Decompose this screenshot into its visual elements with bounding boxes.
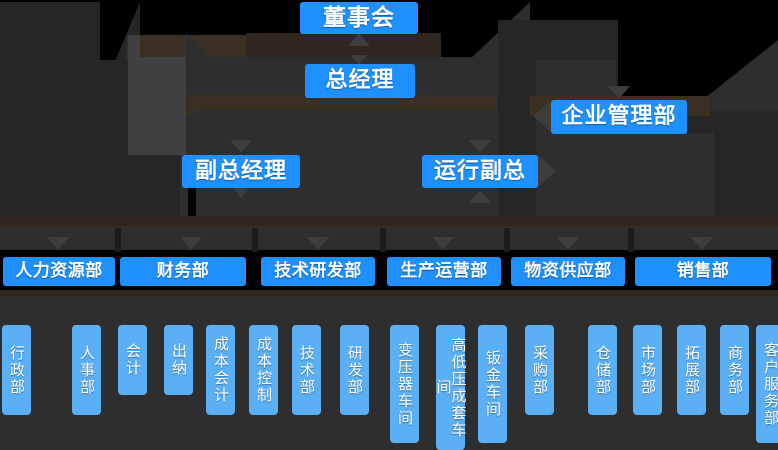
arrow-to-sales — [691, 237, 713, 250]
org-node-deputy-general-manager[interactable]: 副总经理 — [182, 155, 300, 188]
org-node-administration-department[interactable]: 行政部 — [2, 325, 31, 415]
org-node-accounting[interactable]: 会计 — [118, 325, 147, 395]
arrow-to-tech-rd — [307, 237, 329, 250]
org-node-sheet-metal-workshop[interactable]: 钣金车间 — [478, 325, 507, 443]
org-node-human-resources-department[interactable]: 人力资源部 — [3, 257, 115, 286]
org-node-personnel-department[interactable]: 人事部 — [72, 325, 101, 415]
org-node-expansion-department[interactable]: 拓展部 — [677, 325, 706, 415]
org-node-general-manager[interactable]: 总经理 — [305, 64, 415, 98]
connector-rail-leaves — [0, 292, 778, 322]
org-node-business-department[interactable]: 商务部 — [720, 325, 749, 415]
connector-gap-4 — [504, 228, 510, 252]
arrow-to-enterprise-mgmt — [608, 86, 630, 99]
arrow-to-deputy-gm — [230, 140, 252, 153]
org-node-marketing-department[interactable]: 市场部 — [633, 325, 662, 415]
org-node-cashier[interactable]: 出纳 — [164, 325, 193, 395]
org-node-purchasing-department[interactable]: 采购部 — [525, 325, 554, 415]
arrow-to-hr — [47, 237, 69, 250]
org-node-board[interactable]: 董事会 — [300, 2, 418, 34]
org-node-enterprise-management-department[interactable]: 企业管理部 — [551, 100, 687, 134]
arrow-ops-vp-right — [538, 155, 556, 187]
arrow-to-gm — [351, 55, 367, 65]
arrow-enterprise-left — [533, 100, 551, 132]
org-node-technology-department[interactable]: 技术部 — [292, 325, 321, 415]
connector-gap-5 — [628, 228, 634, 252]
connector-gap-2 — [252, 228, 258, 252]
connector-block-right — [538, 133, 714, 225]
org-node-operations-vice-president[interactable]: 运行副总 — [422, 155, 538, 188]
org-node-sales-department[interactable]: 销售部 — [635, 257, 771, 286]
org-node-cost-control[interactable]: 成本控制 — [249, 325, 278, 415]
org-node-finance-department[interactable]: 财务部 — [120, 257, 246, 286]
connector-gap-3 — [380, 228, 386, 252]
org-node-research-development-department[interactable]: 研发部 — [340, 325, 369, 415]
arrow-to-supply — [557, 237, 579, 250]
org-node-warehouse-department[interactable]: 仓储部 — [588, 325, 617, 415]
arrow-to-board — [348, 33, 370, 46]
org-node-cost-accounting[interactable]: 成本会计 — [206, 325, 235, 415]
arrow-to-ops-vp — [469, 140, 491, 153]
org-node-transformer-workshop[interactable]: 变压器车间 — [390, 325, 419, 443]
connector-gap-1 — [115, 228, 121, 252]
arrow-to-production — [432, 237, 454, 250]
org-node-customer-service-department[interactable]: 客户服务部 — [756, 325, 778, 443]
org-node-production-operations-department[interactable]: 生产运营部 — [387, 257, 501, 286]
org-node-switchgear-assembly-workshop[interactable]: 高低压成套车间 — [435, 325, 468, 450]
connector-rail-departments-lower — [0, 226, 778, 250]
arrow-to-finance — [180, 237, 202, 250]
arrow-ops-vp-up — [469, 190, 491, 203]
connector-rail-leaves-top — [0, 290, 778, 296]
org-node-material-supply-department[interactable]: 物资供应部 — [511, 257, 625, 286]
org-node-technology-rd-department[interactable]: 技术研发部 — [261, 257, 375, 286]
arrow-deputy-gm-down — [233, 188, 249, 198]
connector-rail-departments — [0, 216, 778, 228]
connector-shelf-gm — [246, 33, 441, 59]
